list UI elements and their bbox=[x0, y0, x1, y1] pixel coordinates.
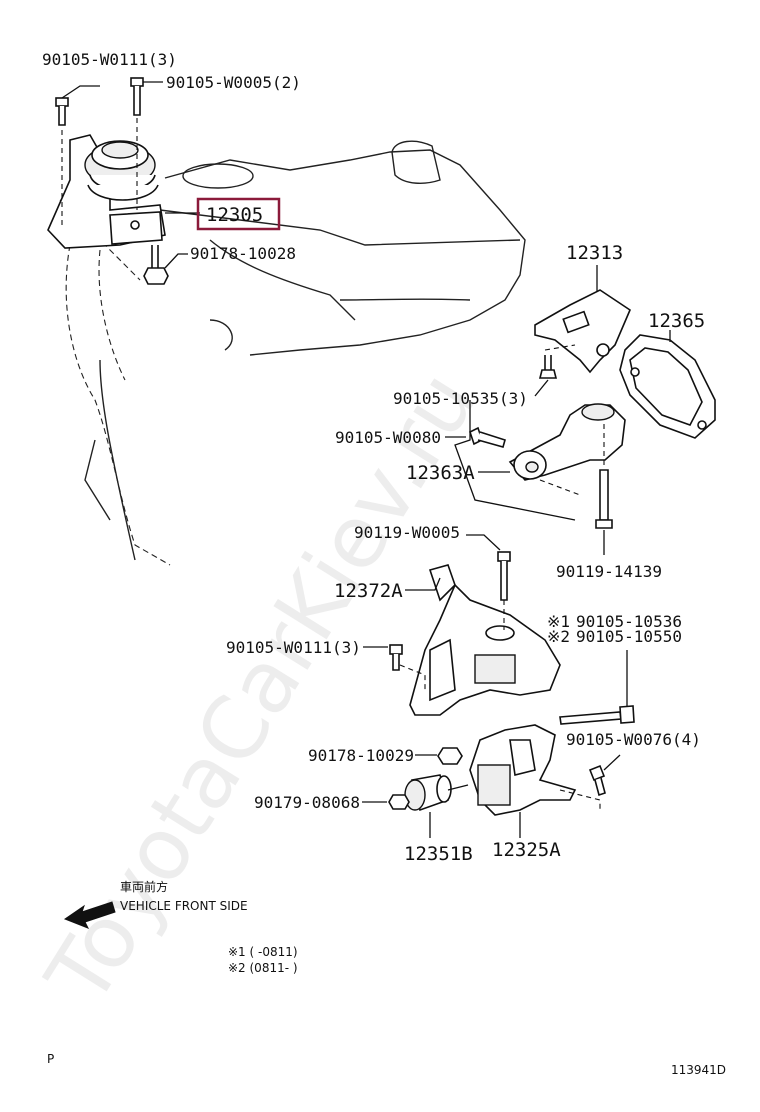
label-12313: 12313 bbox=[566, 242, 623, 264]
label-90178-10028: 90178-10028 bbox=[190, 244, 296, 263]
direction-label-en: VEHICLE FRONT SIDE bbox=[120, 899, 248, 913]
bolt-90105-W0080 bbox=[469, 426, 506, 448]
label-12305: 12305 bbox=[206, 204, 263, 226]
bolt-90105-10535 bbox=[538, 355, 558, 379]
footer-left: P bbox=[47, 1052, 54, 1066]
label-12372A: 12372A bbox=[334, 580, 403, 602]
label-90178-10029: 90178-10029 bbox=[308, 746, 414, 765]
engine-mount-12305 bbox=[47, 134, 166, 249]
label-90105-W0111-top: 90105-W0111(3) bbox=[42, 50, 177, 69]
bolt-90105-W0111-top bbox=[55, 97, 69, 126]
note-1: ※1 ( -0811) bbox=[228, 945, 298, 959]
label-90105-10536: 90105-10536 bbox=[576, 612, 682, 631]
bracket-12372A bbox=[409, 564, 561, 716]
nut-90178-10029 bbox=[437, 747, 463, 765]
label-12363A: 12363A bbox=[406, 462, 475, 484]
label-12325A: 12325A bbox=[492, 839, 561, 861]
torque-rod-12363A bbox=[508, 403, 626, 481]
label-90105-W0005: 90105-W0005(2) bbox=[166, 73, 301, 92]
plate-12365 bbox=[619, 334, 716, 439]
bracket-12325A bbox=[469, 724, 577, 816]
label-note1-mark: ※1 bbox=[547, 612, 570, 631]
nut-90179-08068 bbox=[388, 794, 410, 810]
label-12365: 12365 bbox=[648, 310, 705, 332]
nut-90178-10028 bbox=[143, 245, 169, 285]
bushing-12351B bbox=[404, 774, 452, 812]
label-90179-08068: 90179-08068 bbox=[254, 793, 360, 812]
footer-right: 113941D bbox=[671, 1063, 726, 1077]
bolt-90105-W0111-mid bbox=[389, 644, 403, 671]
bolt-90105-W0076 bbox=[588, 764, 606, 797]
engine-block-outline bbox=[59, 140, 526, 566]
label-90105-W0076: 90105-W0076(4) bbox=[566, 730, 701, 749]
bolt-90119-14139 bbox=[595, 469, 613, 529]
arrow-left-icon bbox=[63, 901, 116, 929]
label-90119-W0005: 90119-W0005 bbox=[354, 523, 460, 542]
bolt-90105-W0005 bbox=[130, 77, 144, 116]
label-90119-14139: 90119-14139 bbox=[556, 562, 662, 581]
label-90105-10535: 90105-10535(3) bbox=[393, 389, 528, 408]
label-90105-10550: 90105-10550 bbox=[576, 627, 682, 646]
label-note2-mark: ※2 bbox=[547, 627, 570, 646]
bracket-12313 bbox=[534, 289, 631, 374]
bolt-90119-W0005 bbox=[497, 551, 511, 601]
bolt-90105-10536-10550 bbox=[559, 705, 635, 725]
label-90105-W0080: 90105-W0080 bbox=[335, 428, 441, 447]
highlight-box-12305 bbox=[196, 197, 281, 231]
label-12351B: 12351B bbox=[404, 843, 473, 865]
label-90105-W0111-mid: 90105-W0111(3) bbox=[226, 638, 361, 657]
note-2: ※2 (0811- ) bbox=[228, 961, 298, 975]
direction-label-jp: 車両前方 bbox=[120, 879, 168, 894]
